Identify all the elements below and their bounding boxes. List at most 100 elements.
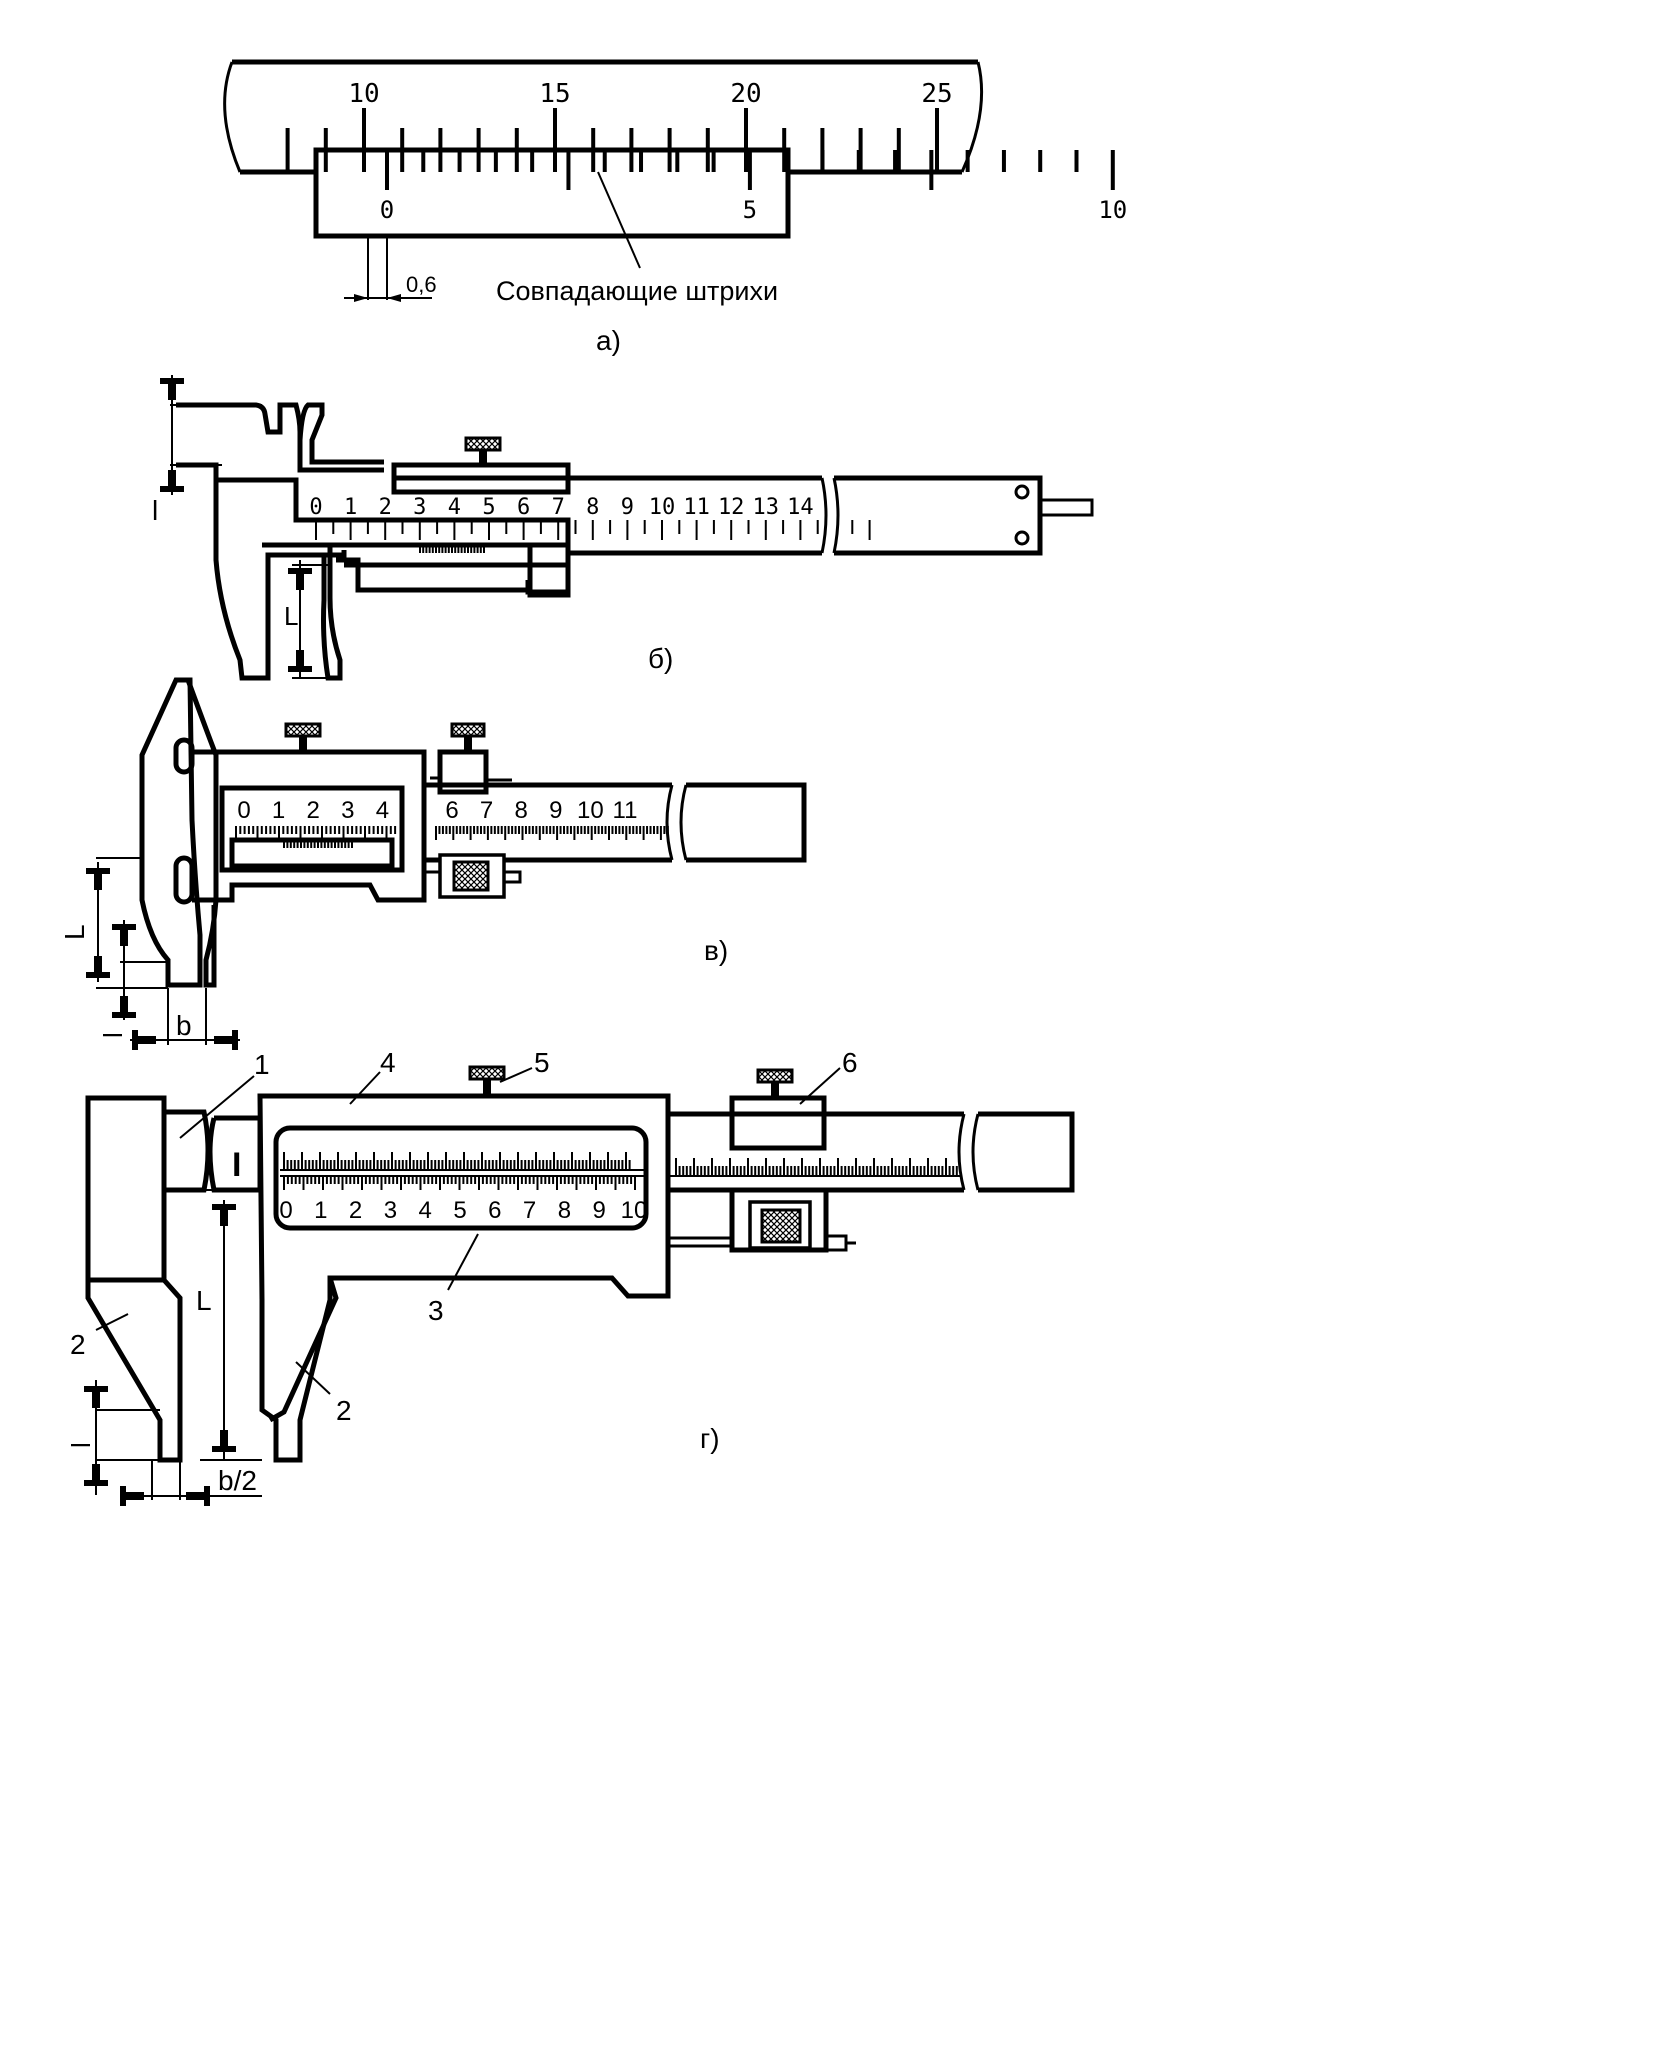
bar-number: 6 bbox=[445, 797, 458, 824]
slider-g-window bbox=[273, 1125, 649, 1231]
fine-adjust-clamp bbox=[437, 749, 489, 795]
dimension-arrow-icon bbox=[214, 1030, 238, 1050]
scale-number: 4 bbox=[448, 495, 461, 520]
beam-g-break-right bbox=[971, 1113, 980, 1191]
part-4: 5 bbox=[534, 1047, 550, 1078]
window-number: 8 bbox=[558, 1197, 571, 1224]
jaw-slot-upper bbox=[173, 737, 195, 775]
part-1: 1 bbox=[254, 1049, 270, 1080]
vernier-ticks bbox=[385, 150, 1115, 190]
thumb-screw-icon bbox=[756, 1068, 794, 1098]
dim-L-v: L bbox=[59, 924, 90, 940]
leader-1 bbox=[179, 1075, 255, 1139]
fixed-jaw-block bbox=[85, 1095, 167, 1283]
scale-number: 9 bbox=[621, 495, 634, 520]
pointed-jaw-left bbox=[139, 677, 203, 988]
window-number: 0 bbox=[237, 797, 250, 824]
dimension-arrow-icon bbox=[160, 470, 184, 492]
window-number: 2 bbox=[307, 797, 320, 824]
dimension-arrow-icon bbox=[288, 568, 312, 590]
dimension-arrow-icon bbox=[112, 996, 136, 1018]
slider-b-lower-block bbox=[527, 542, 571, 598]
beam-break-left bbox=[820, 477, 828, 554]
coinciding-leader bbox=[597, 171, 641, 269]
beam-g-far bbox=[978, 1111, 1075, 1193]
leader-6 bbox=[799, 1067, 841, 1105]
dimension-L-lower: L bbox=[284, 560, 328, 679]
dimension-arrow-icon bbox=[86, 956, 110, 978]
vernier-number: 10 bbox=[1098, 196, 1127, 224]
window-number: 4 bbox=[419, 1197, 432, 1224]
beam-g-ticks bbox=[668, 1158, 960, 1177]
main-scale-number: 15 bbox=[539, 79, 570, 109]
thumb-screw-icon bbox=[468, 1065, 506, 1096]
dimension-arrow-icon bbox=[387, 294, 401, 302]
scale-number: 13 bbox=[753, 495, 780, 520]
dimension-l-upper: l bbox=[152, 375, 262, 526]
fixed-jaw-lower bbox=[85, 1278, 183, 1463]
beam-far-segment bbox=[834, 475, 1043, 556]
jaw-slot-lower bbox=[173, 855, 195, 905]
knurled-nut-icon bbox=[424, 853, 522, 899]
lower-jaw-body bbox=[336, 557, 571, 595]
slider-g-frame bbox=[257, 1093, 671, 1463]
dimension-l-v: l bbox=[98, 920, 168, 1038]
window-number: 9 bbox=[593, 1197, 606, 1224]
dimension-l-g: l bbox=[66, 1380, 160, 1495]
slider-v-frame bbox=[192, 749, 427, 903]
dimension-arrow-icon bbox=[84, 1464, 108, 1486]
dimension-arrow-icon bbox=[86, 868, 110, 890]
scale-number: 12 bbox=[718, 495, 745, 520]
window-number: 3 bbox=[384, 1197, 397, 1224]
vernier-plate bbox=[313, 147, 791, 239]
window-number: 6 bbox=[488, 1197, 501, 1224]
dimension-arrow-icon bbox=[288, 650, 312, 672]
bar-number: 9 bbox=[549, 797, 562, 824]
window-number: 0 bbox=[279, 1197, 292, 1224]
scale-number: 0 bbox=[309, 495, 322, 520]
part-2-left: 2 bbox=[70, 1329, 86, 1360]
bar-mark: I bbox=[232, 1146, 241, 1184]
moving-jaw-lower bbox=[268, 1277, 339, 1423]
beam-g-left-piece bbox=[207, 1115, 263, 1193]
dimension-L-v: L bbox=[59, 857, 168, 989]
lower-sliding-jaw bbox=[321, 545, 343, 681]
rivet bbox=[1014, 530, 1030, 546]
beam-v-break-left bbox=[665, 784, 674, 861]
leader-5 bbox=[447, 1233, 479, 1291]
dimension-arrow-icon bbox=[132, 1030, 156, 1050]
beam-v-break-right bbox=[679, 784, 688, 861]
dimension-arrow-icon bbox=[354, 294, 368, 302]
caliper-b-main-ticks bbox=[315, 520, 871, 540]
main-scale-number: 10 bbox=[348, 79, 379, 109]
rivet bbox=[1014, 484, 1030, 500]
dimension-arrow-icon bbox=[120, 1486, 144, 1506]
slider-v-window bbox=[219, 785, 405, 873]
caliper-g-ticks bbox=[280, 1152, 644, 1190]
dim-L-b: L bbox=[284, 601, 298, 631]
window-ticks bbox=[235, 826, 397, 848]
window-number: 10 bbox=[621, 1197, 648, 1224]
dimension-b-v: b bbox=[130, 988, 240, 1050]
bar-number: 11 bbox=[613, 797, 638, 824]
leader-3 bbox=[349, 1071, 381, 1105]
knurled-nut-icon bbox=[668, 1190, 856, 1253]
window-number: 5 bbox=[453, 1197, 466, 1224]
scale-number: 11 bbox=[683, 495, 710, 520]
panel-label-v: в) bbox=[704, 935, 728, 966]
dimension-arrow-icon bbox=[212, 1430, 236, 1452]
bar-number: 7 bbox=[480, 797, 493, 824]
scale-number: 14 bbox=[787, 495, 814, 520]
beam-break-right bbox=[832, 477, 840, 554]
bar-number: 10 bbox=[577, 797, 604, 824]
panel-label-a: а) bbox=[596, 325, 621, 356]
